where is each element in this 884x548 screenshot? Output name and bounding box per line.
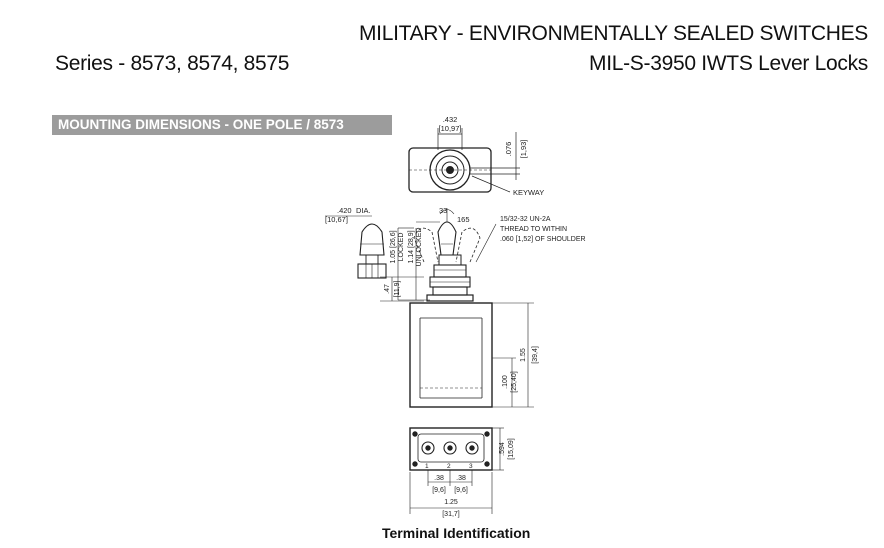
thread-note-line2: THREAD TO WITHIN [500,226,567,233]
lever-tip-detail [325,215,387,279]
spacing-2-dim-mm: [9,6] [454,487,468,494]
thread-note-line3: .060 [1,52] OF SHOULDER [500,236,586,243]
tip-dia-dim-mm: [10,67] [325,215,348,224]
locked-label: LOCKED [398,233,405,262]
overall-width-dim-mm: [31,7] [442,511,460,518]
document-title: MILITARY - ENVIRONMENTALLY SEALED SWITCH… [358,22,868,45]
overall-width-dim: 1.25 [444,499,458,506]
locked-dim: 1.05 [26,6] [390,230,397,263]
tip-dia-label: DIA. [356,206,371,215]
terminal-height-dim-mm: [15,09] [508,438,515,459]
case-height-dim: .100 [502,375,509,389]
terminal-view [409,427,504,514]
keyway-dim: .076 [504,142,513,157]
unlocked-dim: 1.14 [28,9] [408,230,415,263]
series-label: Series - 8573, 8574, 8575 [55,52,290,75]
figure-caption: Terminal Identification [382,525,531,541]
terminal-2-label: 2 [447,463,451,470]
terminal-3-label: 3 [469,463,473,470]
top-view [408,128,520,193]
section-heading: MOUNTING DIMENSIONS - ONE POLE / 8573 [52,115,392,135]
thread-note-line1: 15/32-32 UN-2A [500,216,551,223]
terminal-1-label: 1 [425,463,429,470]
top-width-dim: .432 [443,115,458,124]
spacing-1-dim-mm: [9,6] [432,487,446,494]
spacing-1-dim: .38 [434,475,444,482]
side-view-lever [397,208,497,302]
spacing-2-dim: .38 [456,475,466,482]
keyway-dim-mm: [1,93] [519,140,528,159]
body-height-dim: 1.55 [520,348,527,362]
top-width-dim-mm: [10,97] [439,124,462,133]
terminal-height-dim: .594 [499,442,506,456]
tip-dia-dim: .420 [337,206,352,215]
keyway-label: KEYWAY [513,188,544,197]
angle-33: 33 [439,206,447,215]
angle-165: 165 [457,215,470,224]
unlocked-label: UNLOCKED [416,228,423,267]
bushing-dim: .47 [384,284,391,294]
switch-body [409,302,534,408]
bushing-dim-mm: [11,9] [394,280,401,297]
document-subtitle: MIL-S-3950 IWTS Lever Locks [589,52,868,75]
case-height-dim-mm: [25,40] [511,371,518,392]
body-height-dim-mm: [39,4] [532,346,539,364]
